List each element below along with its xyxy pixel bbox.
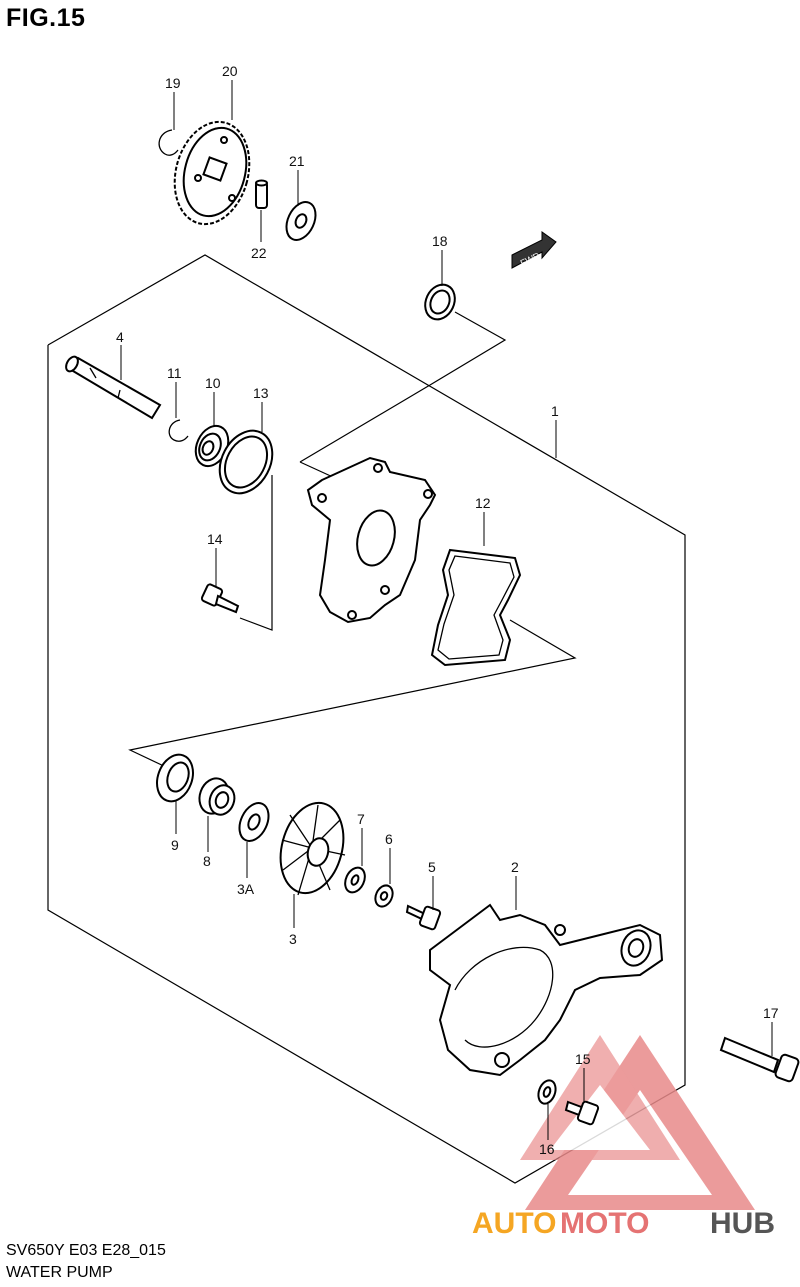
model-code: SV650Y E03 E28_015 xyxy=(6,1242,166,1259)
part-16-washer xyxy=(537,1079,557,1105)
callout-18: 18 xyxy=(432,233,448,249)
part-22-pin xyxy=(255,179,268,209)
callout-5: 5 xyxy=(428,859,436,875)
section-name: WATER PUMP xyxy=(6,1264,113,1281)
callout-labels: 19 20 21 22 18 4 11 10 13 1 12 14 9 8 3A… xyxy=(116,63,779,1157)
part-2-pump-cover xyxy=(429,903,664,1077)
callout-16: 16 xyxy=(539,1141,555,1157)
watermark-text-c: HUB xyxy=(710,1207,775,1240)
part-3a-washer xyxy=(238,802,270,842)
part-6-nut xyxy=(374,884,394,908)
callout-3: 3 xyxy=(289,931,297,947)
callout-20: 20 xyxy=(222,63,238,79)
watermark-text-b: MOTO xyxy=(560,1207,649,1240)
part-19-circlip xyxy=(158,129,179,156)
callout-6: 6 xyxy=(385,831,393,847)
part-14-bolt xyxy=(200,583,240,614)
callout-12: 12 xyxy=(475,495,491,511)
callout-3a: 3A xyxy=(237,881,255,897)
fwd-arrow-icon: FWD xyxy=(511,231,557,269)
part-4-shaft xyxy=(65,355,162,420)
callout-11: 11 xyxy=(167,365,182,381)
part-8-mechanical-seal xyxy=(198,777,236,816)
part-10-bearing xyxy=(194,424,230,468)
assembly-frame xyxy=(47,254,686,1184)
part-5-bolt xyxy=(405,904,442,931)
watermark-logo xyxy=(520,1035,755,1210)
part-12-gasket xyxy=(430,548,522,667)
pump-case-plate xyxy=(306,456,437,624)
part-12-gasket-inner xyxy=(437,555,515,660)
part-20-sprocket xyxy=(173,120,251,226)
part-18-o-ring xyxy=(424,283,456,321)
callout-17: 17 xyxy=(763,1005,779,1021)
callout-15: 15 xyxy=(575,1051,591,1067)
part-9-oil-seal xyxy=(156,753,194,803)
callout-21: 21 xyxy=(289,153,305,169)
callout-19: 19 xyxy=(165,75,181,91)
watermark-text: AUTO MOTO HUB xyxy=(472,1207,775,1240)
callout-13: 13 xyxy=(253,385,269,401)
callout-1: 1 xyxy=(551,403,559,419)
callout-7: 7 xyxy=(357,811,365,827)
callout-14: 14 xyxy=(207,531,223,547)
callout-8: 8 xyxy=(203,853,211,869)
callout-4: 4 xyxy=(116,329,124,345)
part-17-bolt xyxy=(719,1036,800,1083)
part-13-o-ring xyxy=(218,429,274,495)
part-7-washer xyxy=(344,866,366,894)
part-11-circlip xyxy=(168,419,189,442)
leader-lines xyxy=(120,80,773,1140)
part-21-washer xyxy=(285,201,317,241)
part-3-impeller xyxy=(279,801,346,896)
part-15-drain-bolt xyxy=(564,1100,600,1126)
callout-2: 2 xyxy=(511,859,519,875)
figure-title: FIG.15 xyxy=(6,4,86,32)
watermark-text-a: AUTO xyxy=(472,1207,556,1240)
callout-9: 9 xyxy=(171,837,179,853)
callout-10: 10 xyxy=(205,375,221,391)
callout-22: 22 xyxy=(251,245,267,261)
